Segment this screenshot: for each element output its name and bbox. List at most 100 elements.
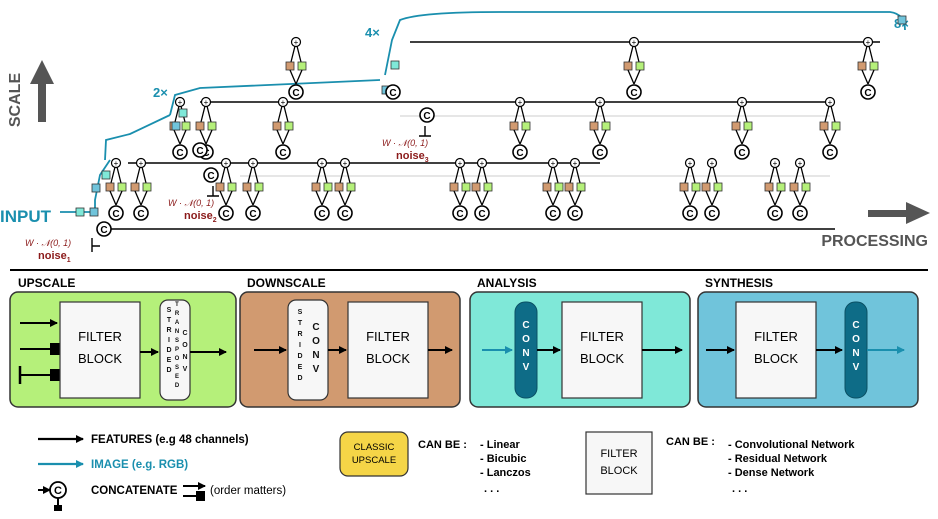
concat-node xyxy=(96,221,112,237)
block-square xyxy=(215,182,225,192)
add-node xyxy=(547,157,559,169)
legend-concatenate: CONCATENATE xyxy=(91,485,178,497)
add-symbol: + xyxy=(866,38,871,47)
network-diagram: SCALE PROCESSING INPUT 2× xyxy=(0,11,930,264)
conv-letter: E xyxy=(175,374,179,380)
block-square xyxy=(242,182,252,192)
panel-title: ANALYSIS xyxy=(477,276,537,290)
concat-node xyxy=(792,205,808,221)
block-square xyxy=(691,182,701,192)
classic-option: . . . xyxy=(484,483,499,495)
concat-symbol: C xyxy=(222,209,229,220)
conv-letter: N xyxy=(182,354,187,361)
conv-letter: D xyxy=(297,375,302,382)
link xyxy=(552,190,560,206)
block-square xyxy=(311,182,321,192)
classic-option: - Bicubic xyxy=(480,453,526,465)
concat-node xyxy=(592,144,608,160)
link xyxy=(793,190,801,206)
block-square xyxy=(171,121,181,131)
link xyxy=(109,190,117,206)
noise-name: noise1 xyxy=(38,250,71,264)
scale-mark-4x: 4× xyxy=(365,25,380,40)
add-symbol: + xyxy=(343,159,348,168)
concat-symbol: C xyxy=(279,148,286,159)
link xyxy=(453,190,461,206)
concat-node xyxy=(860,84,876,100)
add-node xyxy=(220,157,232,169)
block-square xyxy=(789,182,799,192)
legend: FEATURES (e.g 48 channels) IMAGE (e.g. R… xyxy=(38,431,855,511)
add-symbol: + xyxy=(251,159,256,168)
link xyxy=(219,190,227,206)
link xyxy=(276,129,284,145)
add-symbol: + xyxy=(204,98,209,107)
add-node xyxy=(277,96,289,108)
block-square xyxy=(346,182,356,192)
add-node xyxy=(769,157,781,169)
block-square xyxy=(623,61,633,71)
concat-node xyxy=(704,205,720,221)
conv-letter: C xyxy=(522,320,529,331)
add-symbol: + xyxy=(139,159,144,168)
block-square xyxy=(743,121,753,131)
conv-letter: P xyxy=(175,347,179,353)
conv-letter: D xyxy=(175,383,180,389)
block-square xyxy=(483,182,493,192)
concat-symbol: C xyxy=(708,209,715,220)
conv-letter: V xyxy=(183,366,188,373)
concat-symbol: C xyxy=(137,209,144,220)
add-symbol: + xyxy=(598,98,603,107)
add-node xyxy=(110,157,122,169)
concat-node xyxy=(682,205,698,221)
concat-node xyxy=(767,205,783,221)
block-square xyxy=(831,121,841,131)
link xyxy=(282,129,290,145)
link xyxy=(519,129,527,145)
add-node xyxy=(174,96,186,108)
concat-symbol: C xyxy=(207,171,214,182)
concat-node xyxy=(288,84,304,100)
concat-symbol: C xyxy=(571,209,578,220)
add-node xyxy=(247,157,259,169)
add-node xyxy=(200,96,212,108)
add-node xyxy=(736,96,748,108)
concat-symbol: C xyxy=(549,209,556,220)
noise-formula: W · 𝒩(0, 1) xyxy=(25,238,71,248)
add-symbol: + xyxy=(518,98,523,107)
add-symbol: + xyxy=(551,159,556,168)
conv-letter: N xyxy=(522,348,529,359)
conv-letter: T xyxy=(167,317,172,324)
block-square xyxy=(564,182,574,192)
classic-label: UPSCALE xyxy=(352,455,396,466)
block-square xyxy=(897,15,907,25)
block-square xyxy=(390,60,400,70)
level-lines xyxy=(100,41,880,230)
block-square xyxy=(285,61,295,71)
link xyxy=(205,129,213,145)
filter-label: BLOCK xyxy=(580,351,624,366)
conv-letter: R xyxy=(175,311,180,317)
level-lines-faint xyxy=(240,115,830,177)
conv-letter: A xyxy=(175,320,180,326)
link xyxy=(321,190,329,206)
block-square xyxy=(91,183,101,193)
add-symbol: + xyxy=(320,159,325,168)
link xyxy=(829,129,837,145)
filter-label: FILTER xyxy=(366,329,410,344)
concat-symbol: C xyxy=(771,209,778,220)
processing-arrow: PROCESSING xyxy=(821,202,930,250)
add-node xyxy=(290,36,302,48)
concat-symbol: C xyxy=(630,88,637,99)
link xyxy=(481,190,489,206)
add-symbol: + xyxy=(710,159,715,168)
add-node xyxy=(135,157,147,169)
link xyxy=(711,190,719,206)
add-node xyxy=(569,157,581,169)
concat-symbol: C xyxy=(292,88,299,99)
block-square xyxy=(142,182,152,192)
link xyxy=(475,190,483,206)
classic-upscale-box xyxy=(339,431,409,477)
